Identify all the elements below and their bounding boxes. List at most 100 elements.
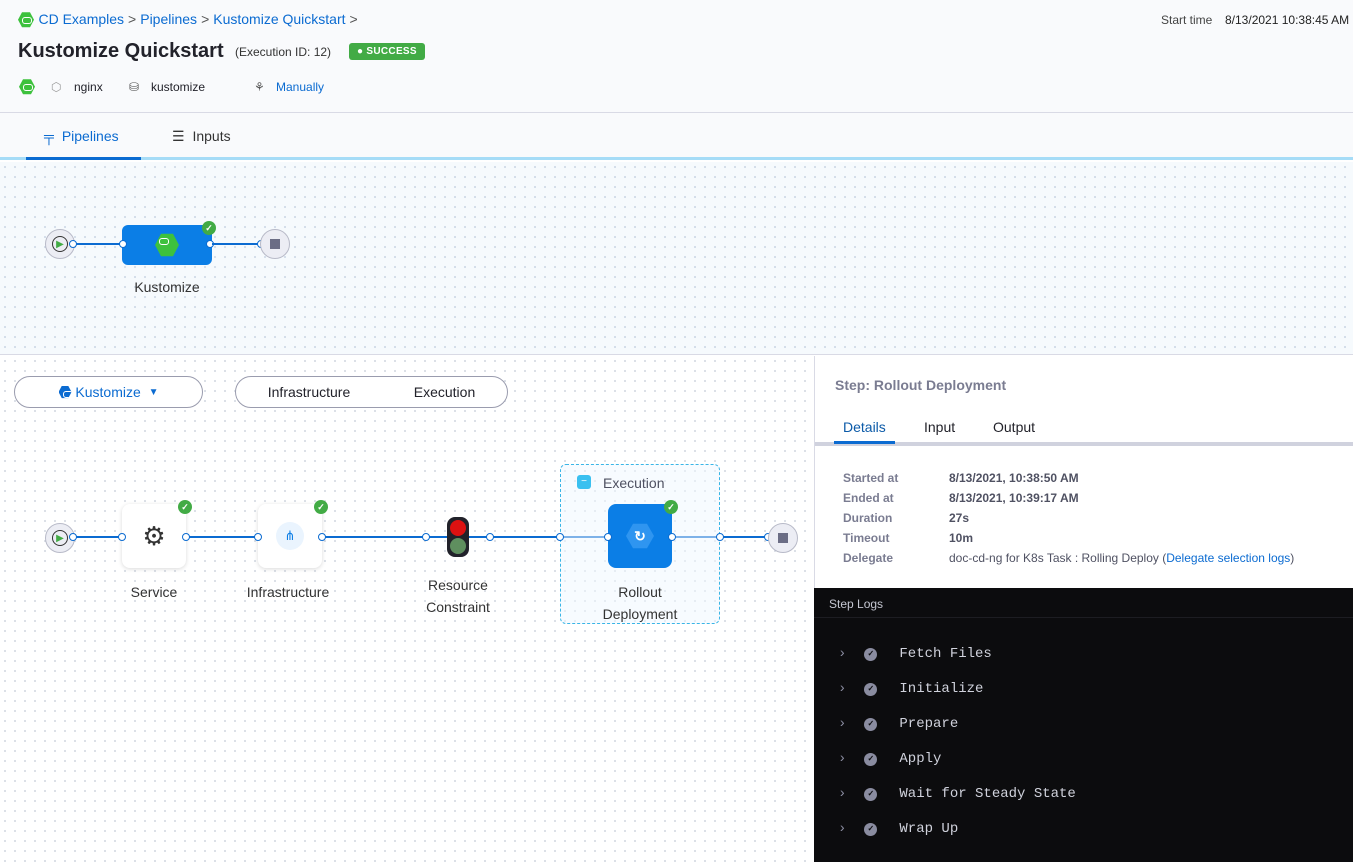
tab-details[interactable]: Details [843,419,886,435]
chevron-right-icon: > [349,11,358,27]
detail-key: Ended at [843,491,894,505]
node-label: Rollout Deployment [602,584,678,622]
service-node[interactable]: ⚙ [122,504,186,568]
view-tabs: ╤ Pipelines ☰ Inputs [0,113,1353,160]
node-label: Resource Constraint [426,577,490,615]
stop-icon [778,533,788,543]
active-tab-indicator [26,157,141,160]
detail-key: Timeout [843,531,890,545]
log-section[interactable]: ›✓Prepare [838,714,958,734]
check-circle-icon: ● [357,46,367,57]
detail-value: 8/13/2021, 10:38:50 AM [949,471,1079,485]
tab-label: Pipelines [61,128,119,144]
success-check-icon: ✓ [178,500,192,514]
pipeline-graph[interactable]: ▶ ✓ Kustomize [0,162,1353,355]
active-tab-indicator [834,441,895,444]
tab-pipelines[interactable]: ╤ Pipelines [44,128,119,144]
stage-select-value: Kustomize [75,384,141,400]
breadcrumb-pipeline[interactable]: Kustomize Quickstart [213,11,346,27]
log-section-title: Initialize [899,681,984,697]
chevron-right-icon: > [201,11,210,27]
cd-module-icon [18,12,34,28]
stage-node-kustomize[interactable] [122,225,212,265]
detail-value: 10m [949,531,974,545]
start-time-label: Start time [1161,13,1213,27]
execution-header: CD Examples>Pipelines>Kustomize Quicksta… [0,0,1353,113]
detail-key: Duration [843,511,893,525]
step-logs-panel: Step Logs ›✓Fetch Files ›✓Initialize ›✓P… [814,588,1353,862]
check-circle-icon: ✓ [864,717,878,731]
tab-output[interactable]: Output [993,419,1036,435]
log-section[interactable]: › ✓ Wait for Steady State [838,784,1076,804]
environment-icon: ⛁ [129,80,140,94]
inputs-icon: ☰ [172,128,185,144]
stage-select[interactable]: Kustomize ▼ [14,376,203,408]
stage-label: Kustomize [134,279,200,295]
chevron-right-icon: › [838,681,847,697]
detail-key: Started at [843,471,899,485]
breadcrumb-pipelines[interactable]: Pipelines [140,11,198,27]
page-title: Kustomize Quickstart [18,40,224,62]
collapse-icon[interactable]: − [577,475,591,489]
pipeline-icon: ╤ [44,128,54,144]
kustomize-icon [58,385,72,399]
chevron-right-icon: › [838,786,847,802]
success-check-icon: ✓ [202,221,216,235]
group-label: Execution [603,475,665,491]
success-check-icon: ✓ [664,500,678,514]
infrastructure-node[interactable]: ⋔ [258,504,322,568]
detail-value: 8/13/2021, 10:39:17 AM [949,491,1079,505]
end-node [260,229,290,259]
kustomize-icon [155,233,179,257]
status-badge: ● SUCCESS [349,43,425,60]
delegate-logs-link[interactable]: Delegate selection logs [1166,551,1291,565]
check-circle-icon: ✓ [864,647,878,661]
detail-key: Delegate [843,551,894,565]
step-logs-title: Step Logs [814,588,1353,618]
traffic-light-icon[interactable] [447,517,469,557]
step-details-panel: Step: Rollout Deployment Details Input O… [814,356,1353,588]
stage-graph[interactable]: Kustomize ▼ Infrastructure Execution ▶ −… [0,356,814,862]
delegate-text: doc-cd-ng for K8s Task : Rolling Deploy … [949,551,1167,565]
chevron-right-icon: > [128,11,137,27]
log-section-title: Wait for Steady State [899,786,1076,802]
toggle-execution[interactable]: Execution [413,384,476,400]
tab-inputs[interactable]: ☰ Inputs [172,128,231,145]
log-section-title: Wrap Up [899,821,959,837]
node-label: Infrastructure [246,584,330,600]
view-toggle: Infrastructure Execution [235,376,508,408]
play-icon: ▶ [52,530,68,546]
play-icon: ▶ [52,236,68,252]
cd-module-icon [19,79,35,95]
trigger-link[interactable]: Manually [276,80,325,94]
chevron-right-icon: › [838,821,847,837]
caret-down-icon: ▼ [148,386,159,398]
log-section[interactable]: › ✓ Fetch Files [838,644,992,664]
log-section[interactable]: ›✓Apply [838,749,941,769]
tab-label: Inputs [192,128,231,144]
toggle-infrastructure[interactable]: Infrastructure [267,384,351,400]
chevron-right-icon: › [838,716,847,732]
service-name: nginx [74,80,103,94]
step-title: Step: Rollout Deployment [835,377,1007,393]
check-circle-icon: ✓ [864,787,878,801]
success-check-icon: ✓ [314,500,328,514]
check-circle-icon: ✓ [864,682,878,696]
chevron-right-icon: › [838,751,847,767]
log-section-title: Fetch Files [899,646,992,662]
environment-name: kustomize [151,80,206,94]
tab-input[interactable]: Input [924,419,956,435]
breadcrumb-cd-examples[interactable]: CD Examples [38,11,125,27]
chevron-right-icon: › [838,646,847,662]
step-node-rollout[interactable]: ↻ [608,504,672,568]
status-text: SUCCESS [366,46,417,57]
log-section[interactable]: › ✓ Initialize [838,679,983,699]
detail-value: 27s [949,511,970,525]
check-circle-icon: ✓ [864,822,878,836]
log-section[interactable]: › ✓ Wrap Up [838,819,958,839]
gears-icon: ⚙ [142,520,166,551]
check-circle-icon: ✓ [864,752,878,766]
rollout-icon: ↻ [626,523,654,549]
delegate-close: ) [1290,551,1295,565]
breadcrumb: CD Examples>Pipelines>Kustomize Quicksta… [18,11,362,29]
